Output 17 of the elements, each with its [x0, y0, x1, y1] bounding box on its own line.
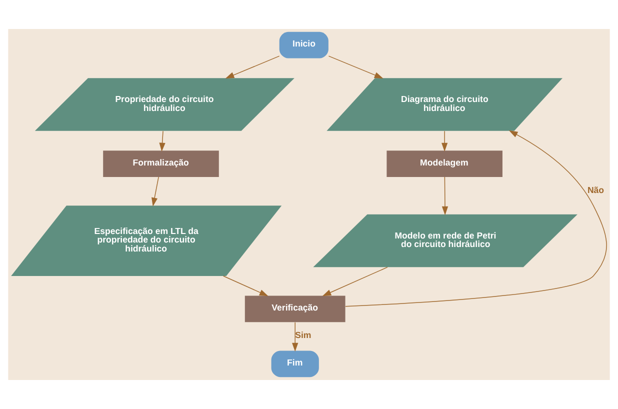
edge-label: Não	[587, 184, 604, 195]
arrow	[442, 130, 448, 152]
node-box: Formalização	[103, 150, 219, 178]
node-box: Verificação	[244, 296, 346, 322]
node-box: Fim	[271, 350, 319, 378]
arrow	[442, 176, 448, 216]
arrow	[222, 276, 268, 296]
node-box: Modelagem	[386, 150, 502, 178]
arrow	[159, 130, 166, 152]
arrow	[152, 176, 159, 206]
arrow	[345, 130, 607, 307]
arrow	[328, 56, 384, 79]
edge-label: Sim	[295, 330, 312, 340]
node-box: Inicio	[279, 32, 328, 58]
arrow	[322, 266, 388, 296]
arrow	[225, 56, 280, 79]
arrow	[292, 322, 298, 352]
